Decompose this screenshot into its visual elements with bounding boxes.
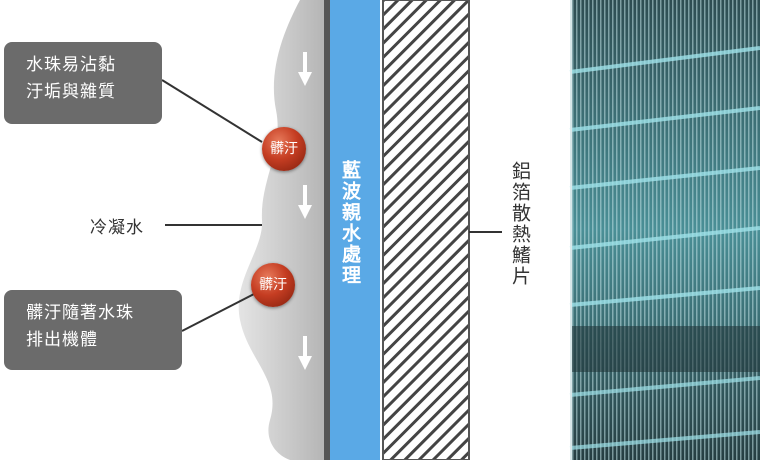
fin-label: 鋁箔散熱鰭片 [507,161,534,287]
callout-line: 排出機體 [26,327,168,354]
condensate-label: 冷凝水 [90,213,144,238]
water-edge [324,0,330,460]
callout-dirt-flushed: 髒汙隨著水珠 排出機體 [4,290,182,370]
callout-line: 汙垢與雜質 [26,79,148,106]
callout-line: 髒汙隨著水珠 [26,300,168,327]
blue-layer-label: 藍波親水處理 [337,160,364,286]
aluminum-fin-layer [383,0,469,460]
water-film [239,0,326,460]
fin-photo [570,0,760,460]
callout-line: 水珠易沾黏 [26,52,148,79]
callout-dirt-sticks: 水珠易沾黏 汙垢與雜質 [4,42,162,124]
leader-line-top [162,80,262,142]
dirt-ball-icon: 髒汙 [251,263,295,307]
dirt-ball-icon: 髒汙 [262,127,306,171]
